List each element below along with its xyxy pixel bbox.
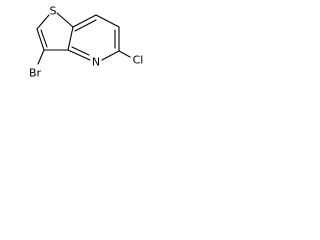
molecule-diagram: S N Br Cl [29, 5, 144, 80]
bond-c5-n [101, 50, 120, 61]
atom-chlorine: Cl [133, 54, 144, 67]
bond-c7a-s [56, 12, 74, 28]
atom-nitrogen: N [92, 56, 100, 69]
bond-c7-c6 [95, 14, 120, 28]
bond-c3-br [37, 49, 45, 65]
bond-n-c3a-double [71, 46, 90, 56]
bond-s-c2 [36, 14, 50, 30]
bond-c2-c3 [36, 28, 45, 51]
atom-bromine: Br [29, 67, 42, 80]
bond-n-c3a [67, 49, 91, 61]
bond-c7a-c7-double [74, 19, 97, 32]
bond-c2-c3-double [40, 29, 48, 48]
bond-c3a-c7a [67, 26, 74, 51]
atom-sulfur: S [50, 5, 57, 18]
bond-c5-cl [118, 50, 131, 58]
bond-c7a-c7 [72, 14, 97, 28]
